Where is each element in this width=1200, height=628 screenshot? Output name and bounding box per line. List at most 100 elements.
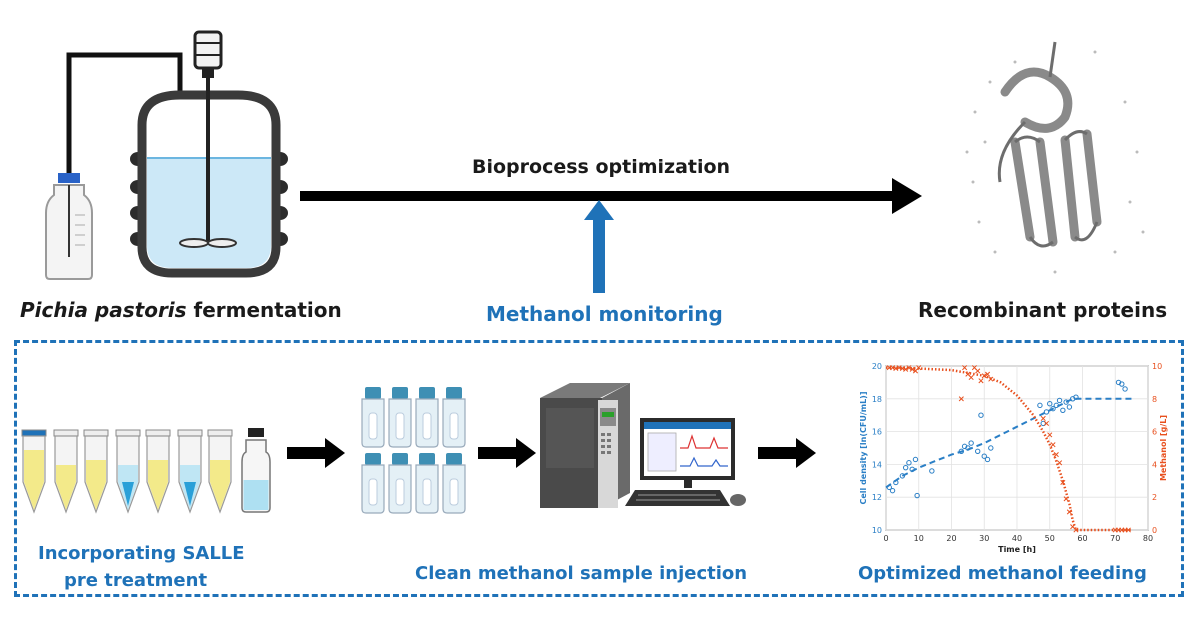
cell-density-point <box>1040 420 1046 427</box>
workflow-panel <box>14 340 1184 597</box>
gc-instrument-illustration <box>540 383 746 508</box>
y-tick-label: 16 <box>872 428 882 437</box>
methanol-point <box>975 368 981 374</box>
tube-cap <box>115 429 141 437</box>
x-tick-label: 10 <box>914 534 924 543</box>
methanol-point <box>1053 452 1059 458</box>
fermentation-label: Pichia pastoris fermentation <box>20 298 342 322</box>
vial-insert <box>395 478 405 506</box>
x-axis-label: Time [h] <box>998 545 1036 554</box>
y-tick-label: 14 <box>872 460 882 469</box>
tube-liquid <box>148 460 168 510</box>
vial-insert <box>368 412 378 440</box>
cell-density-point <box>1122 386 1128 392</box>
x-tick-label: 70 <box>1110 534 1120 543</box>
cell-density-point <box>889 487 896 494</box>
cell-density-point <box>1119 381 1125 387</box>
y-tick-label: 10 <box>872 526 882 535</box>
x-tick-label: 0 <box>883 534 888 543</box>
tube-liquid <box>24 450 44 510</box>
cell-density-fit-line <box>885 397 1132 489</box>
x-tick-label: 50 <box>1045 534 1055 543</box>
methanol-point <box>984 371 991 377</box>
vial-cap <box>365 453 381 465</box>
tube-liquid <box>210 460 230 510</box>
vial-insert <box>422 478 432 506</box>
cell-density-point <box>1050 405 1056 412</box>
y-axis-label: Cell density [ln(CFU/mL)] <box>859 392 868 505</box>
tube-cap <box>21 429 47 437</box>
bioreactor-illustration <box>45 30 288 280</box>
vial-cap <box>446 387 462 399</box>
x-tick-label: 60 <box>1077 534 1087 543</box>
methanol-point <box>968 374 974 381</box>
step3-label: Optimized methanol feeding <box>858 563 1147 584</box>
cell-density-point <box>988 445 994 451</box>
tube-cap <box>207 429 233 437</box>
sample-vials-illustration <box>361 387 466 514</box>
step1-line1: Incorporating SALLE <box>38 543 245 564</box>
vial-insert <box>449 478 459 506</box>
cell-density-point <box>975 448 981 454</box>
methanol-point <box>978 378 984 384</box>
y2-tick-label: 6 <box>1152 428 1157 437</box>
tube-liquid <box>86 460 106 510</box>
cell-density-point <box>902 464 909 471</box>
cell-density-point <box>914 492 920 499</box>
x-tick-label: 80 <box>1143 534 1153 543</box>
arrow-3 <box>758 438 816 468</box>
product-label: Recombinant proteins <box>918 298 1168 322</box>
arrow-2 <box>478 438 536 468</box>
process-arrow <box>300 178 922 214</box>
y-tick-label: 12 <box>872 493 882 502</box>
methanol-point <box>958 396 964 402</box>
tube-cap <box>177 429 203 437</box>
vial-insert <box>368 478 378 506</box>
vial-cap <box>419 453 435 465</box>
vial-cap <box>392 387 408 399</box>
cell-density-point <box>1047 401 1053 407</box>
monitoring-arrow <box>584 200 614 293</box>
cell-density-point <box>929 468 935 474</box>
methanol-point <box>1043 420 1050 426</box>
y2-tick-label: 4 <box>1152 460 1157 469</box>
tube-phase <box>184 482 196 506</box>
methanol-point <box>1066 509 1072 515</box>
step2-label: Clean methanol sample injection <box>415 563 748 584</box>
x-tick-label: 40 <box>1012 534 1022 543</box>
vial-insert <box>449 412 459 440</box>
methanol-point <box>962 365 968 371</box>
cell-density-point <box>984 456 991 463</box>
cell-density-point <box>1066 404 1073 410</box>
arrow-1 <box>287 438 345 468</box>
methanol-point <box>1125 527 1131 533</box>
cell-density-point <box>981 453 987 459</box>
salle-tubes-illustration <box>21 428 271 514</box>
fermentation-label-rest: fermentation <box>186 298 342 322</box>
x-tick-label: 20 <box>946 534 956 543</box>
y-tick-label: 20 <box>872 362 882 371</box>
vial-cap <box>392 453 408 465</box>
x-tick-label: 30 <box>979 534 989 543</box>
y2-tick-label: 10 <box>1152 362 1162 371</box>
tube-cap <box>145 429 171 437</box>
protein-structure-illustration <box>965 41 1145 274</box>
vial-cap <box>365 387 381 399</box>
methanol-point <box>1047 432 1053 438</box>
tube-phase <box>122 482 134 506</box>
cell-density-point <box>1060 407 1066 413</box>
methanol-point <box>1050 442 1056 448</box>
cell-density-point <box>912 456 919 463</box>
cell-density-point <box>968 440 974 446</box>
fermentation-label-italic: Pichia pastoris <box>20 298 187 322</box>
y2-axis-label: Methanol [g/L] <box>1159 415 1168 481</box>
cell-density-point <box>906 460 912 466</box>
tube-cap <box>53 429 79 437</box>
vial-cap <box>419 387 435 399</box>
vial-cap <box>446 453 462 465</box>
y2-tick-label: 0 <box>1152 526 1157 535</box>
tube-liquid <box>56 465 76 510</box>
step1-label: Incorporating SALLE pre treatment <box>38 540 245 594</box>
y2-tick-label: 2 <box>1152 493 1157 502</box>
cell-density-point <box>978 412 984 418</box>
